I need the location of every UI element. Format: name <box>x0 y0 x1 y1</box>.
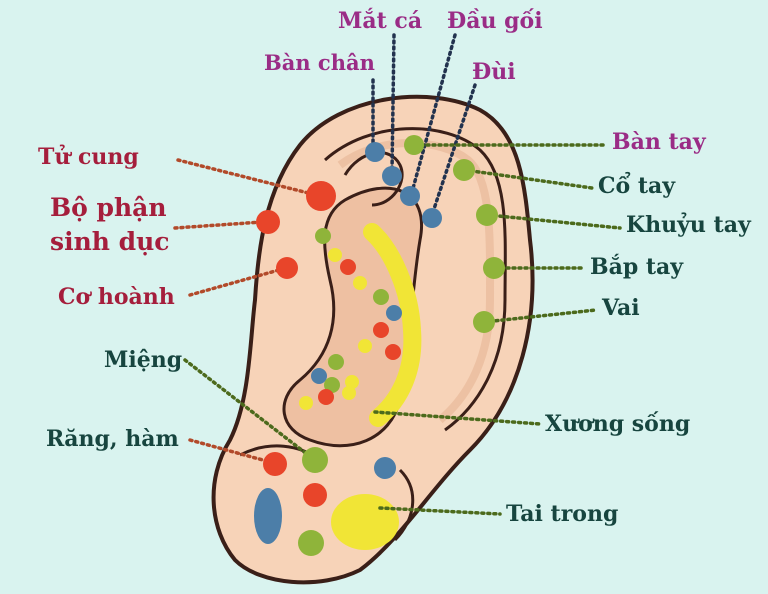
point-dui <box>422 208 442 228</box>
point-concha <box>386 305 402 321</box>
point-co-hoanh <box>276 257 298 279</box>
label-ban-chan: Bàn chân <box>264 52 375 73</box>
point-lower-blue <box>374 457 396 479</box>
point-concha <box>342 386 356 400</box>
point-mieng <box>302 447 328 473</box>
inner-ear-spot <box>331 494 399 550</box>
label-bo-phan-line2: sinh dục <box>50 229 170 254</box>
leader-mat-ca <box>392 35 394 172</box>
label-mat-ca: Mắt cá <box>338 10 422 32</box>
point-khuyu-tay <box>476 204 498 226</box>
point-mat-ca <box>382 166 402 186</box>
point-concha <box>328 354 344 370</box>
point-concha <box>373 322 389 338</box>
point-bo-phan <box>256 210 280 234</box>
label-ban-tay: Bàn tay <box>612 131 706 153</box>
point-concha <box>353 276 367 290</box>
point-vai <box>473 311 495 333</box>
point-rang-ham <box>263 452 287 476</box>
point-lobe-green <box>298 530 324 556</box>
point-ban-tay <box>404 135 424 155</box>
label-bap-tay: Bắp tay <box>590 256 683 278</box>
leader-bo-phan <box>175 222 262 228</box>
point-co-tay <box>453 159 475 181</box>
point-dau-goi <box>400 186 420 206</box>
label-mieng: Miệng <box>104 349 182 371</box>
label-tai-trong: Tai trong <box>506 503 618 525</box>
point-concha <box>358 339 372 353</box>
lobe-blue-spot <box>254 488 282 544</box>
point-ban-chan <box>365 142 385 162</box>
point-concha <box>311 368 327 384</box>
point-tu-cung <box>306 181 336 211</box>
label-khuyu-tay: Khuỷu tay <box>626 214 751 236</box>
label-bo-phan-line1: Bộ phận <box>50 195 167 220</box>
point-concha <box>340 259 356 275</box>
point-concha <box>299 396 313 410</box>
point-lower-red <box>303 483 327 507</box>
point-concha <box>318 389 334 405</box>
label-xuong-song: Xương sống <box>545 413 690 435</box>
point-concha <box>385 344 401 360</box>
label-dui: Đùi <box>472 61 516 83</box>
point-concha <box>373 289 389 305</box>
label-tu-cung: Tử cung <box>38 146 139 168</box>
point-concha <box>315 228 331 244</box>
label-co-hoanh: Cơ hoành <box>58 286 175 308</box>
label-co-tay: Cổ tay <box>598 175 675 197</box>
label-rang-ham: Răng, hàm <box>46 428 179 450</box>
label-dau-goi: Đầu gối <box>447 10 543 32</box>
point-bap-tay <box>483 257 505 279</box>
point-concha <box>328 248 342 262</box>
label-vai: Vai <box>602 297 640 319</box>
